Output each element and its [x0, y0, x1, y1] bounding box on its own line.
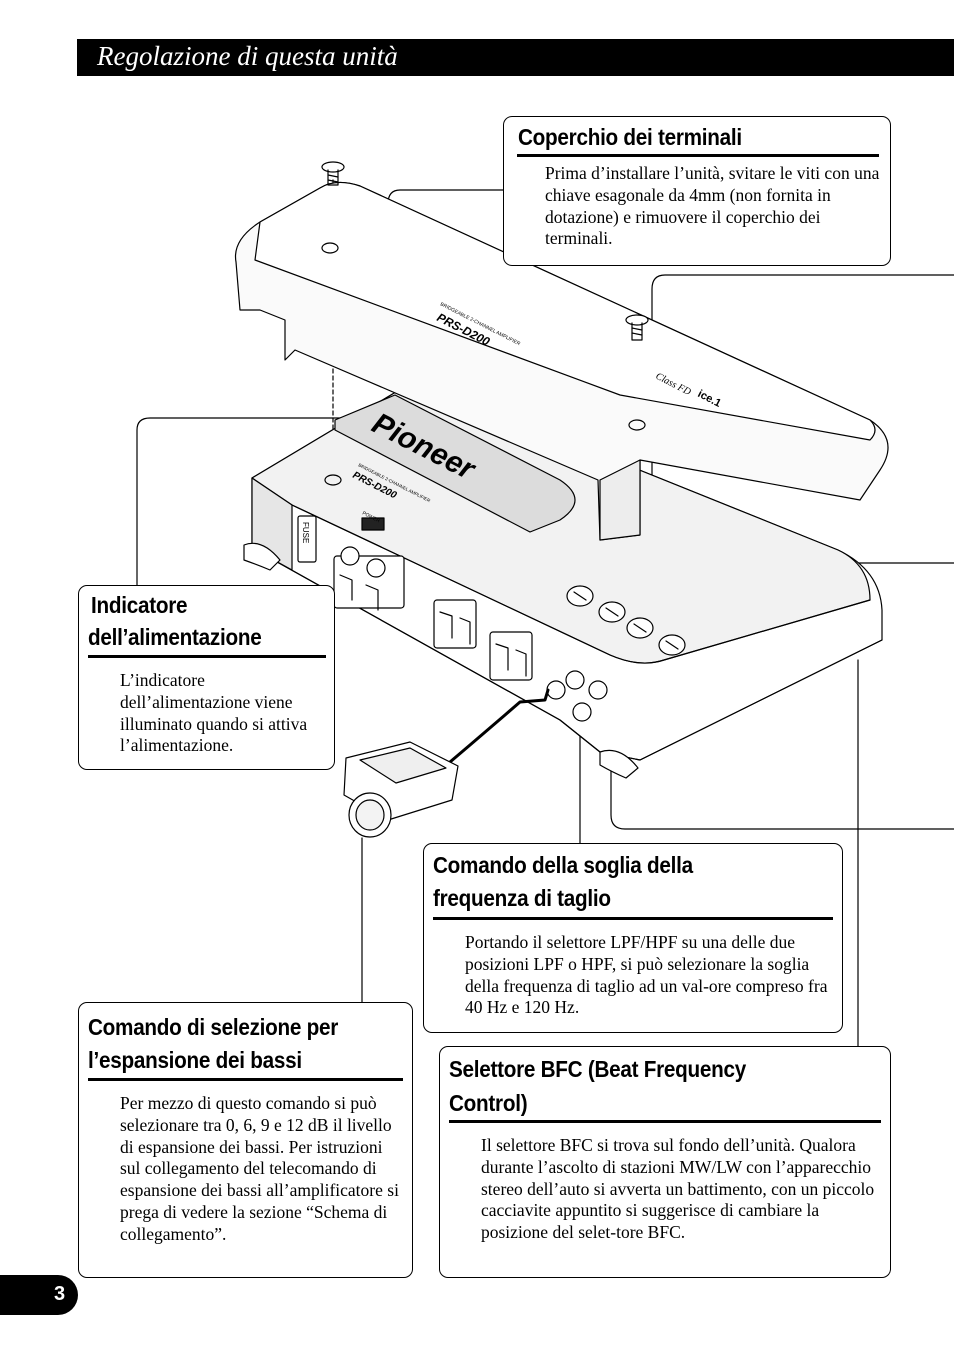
- callout-cutoff-control: Comando della soglia della frequenza di …: [423, 843, 843, 1033]
- screw-left: [321, 161, 345, 186]
- callout-rule: [88, 655, 326, 658]
- callout-rule: [433, 917, 833, 920]
- callout-text: Il selettore BFC si trova sul fondo dell…: [481, 1135, 875, 1243]
- brand-panel: [334, 394, 576, 533]
- leader-line-right-low: [610, 689, 954, 830]
- callout-rule: [449, 1120, 881, 1123]
- rca-jacks: [546, 670, 608, 722]
- screw-right: [625, 314, 649, 341]
- callout-text: L’indicatore dell’alimentazione viene il…: [120, 670, 308, 756]
- callout-title: Coperchio dei terminali: [518, 124, 742, 150]
- terminal-cover-leg: [599, 459, 641, 541]
- callout-terminal-cover: Coperchio dei terminali Prima d’installa…: [503, 116, 891, 266]
- control-knobs: [566, 585, 686, 656]
- callout-title-line2: Control): [449, 1090, 528, 1116]
- cover-screw-hole-right: [628, 419, 646, 431]
- callout-title-line2: dell’alimentazione: [88, 624, 262, 650]
- callout-title-line1: Comando della soglia della: [433, 852, 693, 878]
- callout-title-line2: l’espansione dei bassi: [88, 1047, 302, 1073]
- speaker-terminal-block-1: [433, 599, 477, 649]
- cover-screw-hole-left: [321, 242, 339, 254]
- callout-rule: [88, 1078, 403, 1081]
- power-terminal-block: [333, 546, 405, 611]
- terminal-cover-top: [254, 181, 876, 441]
- chassis-screw-hole: [324, 474, 342, 486]
- callout-bass-boost: Comando di selezione per l’espansione de…: [78, 1002, 413, 1278]
- power-indicator-led: [361, 517, 385, 531]
- page-number-tab: 3: [0, 1275, 78, 1315]
- page-number: 3: [54, 1283, 66, 1305]
- bass-boost-remote: [343, 741, 459, 838]
- chassis-front-edge: [291, 504, 871, 664]
- callout-title-line2: frequenza di taglio: [433, 885, 611, 911]
- callout-title-line1: Indicatore: [91, 592, 188, 618]
- speaker-terminal-block-2: [489, 631, 533, 681]
- fuse-label: FUSE: [301, 522, 310, 543]
- header-bar: Regolazione di questa unità: [77, 39, 954, 76]
- callout-text: Portando il selettore LPF/HPF su una del…: [465, 932, 828, 1018]
- callout-bfc-selector: Selettore BFC (Beat Frequency Control) I…: [439, 1046, 891, 1278]
- callout-title-line1: Selettore BFC (Beat Frequency: [449, 1056, 746, 1082]
- page-title: Regolazione di questa unità: [97, 41, 398, 71]
- callout-title-line1: Comando di selezione per: [88, 1014, 339, 1040]
- callout-rule: [517, 154, 879, 157]
- callout-text: Per mezzo di questo comando si può selez…: [120, 1093, 399, 1244]
- mounting-foot-left: [243, 542, 281, 571]
- leader-line-right-top: [651, 274, 954, 613]
- mounting-foot-right: [599, 749, 639, 779]
- remote-cable: [448, 688, 550, 764]
- callout-text: Prima d’installare l’unità, svitare le v…: [545, 163, 880, 249]
- fuse-slot: [297, 515, 317, 563]
- callout-power-indicator: Indicatore dell’alimentazione L’indicato…: [78, 585, 335, 770]
